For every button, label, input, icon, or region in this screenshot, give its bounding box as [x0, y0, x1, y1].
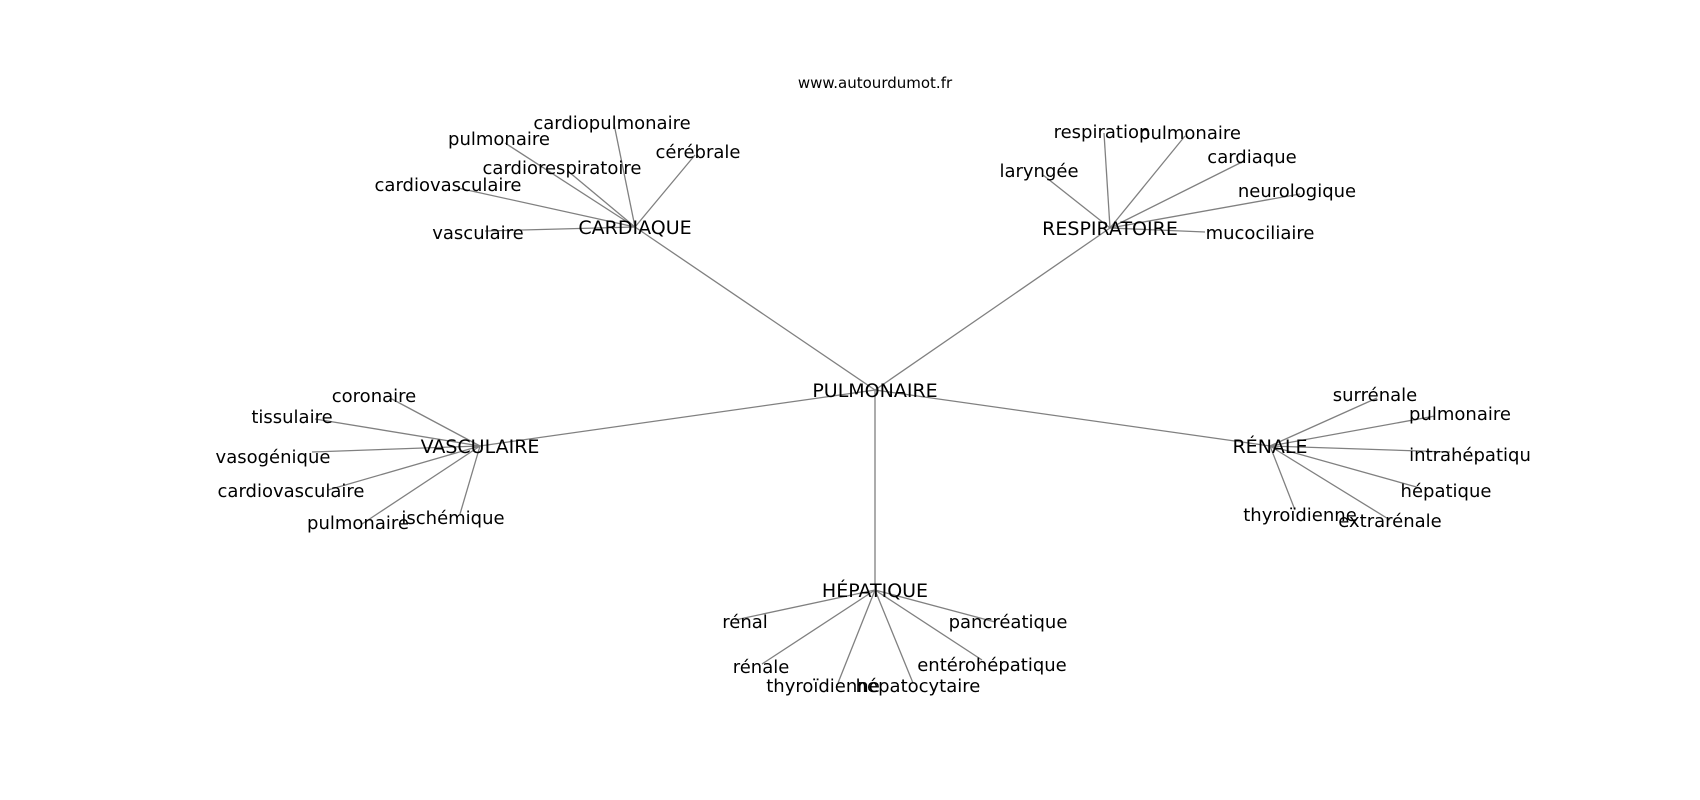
edge-hub-leaf: [459, 445, 481, 515]
hub-node-label[interactable]: RÉNALE: [1232, 435, 1307, 458]
edge-hub-leaf: [874, 589, 914, 684]
edge-hub-leaf: [1269, 445, 1296, 511]
edge-hub-leaf: [1109, 227, 1206, 233]
leaf-node-label[interactable]: mucociliaire: [1206, 223, 1315, 244]
edge-hub-leaf: [634, 154, 696, 228]
leaf-node-label[interactable]: cardiopulmonaire: [533, 113, 690, 134]
leaf-node-label[interactable]: laryngée: [999, 161, 1078, 182]
edge-hub-leaf: [1109, 160, 1245, 229]
edge-hub-leaf: [1109, 135, 1186, 229]
edge-center-hub: [479, 389, 876, 447]
leaf-node-label[interactable]: cardiorespiratoire: [483, 158, 642, 179]
leaf-node-label[interactable]: thyroïdienne: [766, 676, 880, 697]
leaf-node-label[interactable]: pulmonaire: [307, 513, 409, 534]
hub-node-label[interactable]: HÉPATIQUE: [822, 579, 928, 602]
edge-hub-leaf: [1269, 445, 1451, 453]
edges: [311, 123, 1451, 684]
edge-hub-leaf: [761, 589, 876, 665]
leaf-node-label[interactable]: cardiaque: [1207, 147, 1296, 168]
leaf-node-label[interactable]: neurologique: [1238, 181, 1356, 202]
edge-hub-leaf: [457, 187, 636, 228]
edge-hub-leaf: [1269, 445, 1391, 521]
leaf-node-label[interactable]: entérohépatique: [917, 655, 1067, 676]
leaf-node-label[interactable]: pulmonaire: [1139, 123, 1241, 144]
edge-hub-leaf: [874, 589, 996, 623]
edge-hub-leaf: [484, 226, 636, 232]
center-node-label[interactable]: PULMONAIRE: [812, 380, 937, 402]
edge-center-hub: [634, 226, 876, 391]
hub-node-label[interactable]: CARDIAQUE: [578, 217, 691, 239]
edge-hub-leaf: [734, 589, 876, 621]
edge-hub-leaf: [874, 589, 983, 661]
leaf-node-label[interactable]: vasogénique: [216, 447, 331, 468]
hub-node-label[interactable]: VASCULAIRE: [421, 436, 540, 458]
edge-hub-leaf: [1269, 397, 1378, 447]
edge-hub-leaf: [389, 397, 481, 447]
edge-hub-leaf: [311, 445, 481, 453]
leaf-node-label[interactable]: pulmonaire: [1409, 404, 1511, 425]
edge-hub-leaf: [327, 445, 481, 491]
edge-hub-leaf: [1042, 174, 1111, 229]
leaf-node-label[interactable]: cardiovasculaire: [218, 481, 365, 502]
leaf-node-label[interactable]: tissulaire: [251, 407, 332, 428]
leaf-node-label[interactable]: respiration: [1054, 122, 1151, 143]
leaf-node-label[interactable]: cardiovasculaire: [375, 175, 522, 196]
edge-hub-leaf: [1269, 415, 1436, 447]
edge-hub-leaf: [504, 142, 636, 228]
edge-center-hub: [874, 227, 1111, 391]
leaf-node-label[interactable]: thyroïdienne: [1243, 505, 1357, 526]
edge-hub-leaf: [1109, 193, 1301, 229]
leaf-node-label[interactable]: vasculaire: [432, 223, 523, 244]
edge-center-hub: [874, 389, 1271, 447]
leaf-node-label[interactable]: coronaire: [332, 386, 416, 407]
leaf-node-label[interactable]: rénal: [722, 612, 768, 633]
site-credit: www.autourdumot.fr: [798, 74, 953, 92]
leaf-node-label[interactable]: rénale: [733, 657, 790, 678]
edge-hub-leaf: [361, 445, 481, 525]
leaf-node-label[interactable]: ischémique: [401, 508, 504, 529]
leaf-node-label[interactable]: surrénale: [1333, 385, 1417, 406]
leaf-node-label[interactable]: extrarénale: [1338, 511, 1442, 532]
leaf-node-label[interactable]: intrahépatiqu: [1409, 445, 1531, 466]
leaf-node-label[interactable]: hépatocytaire: [856, 676, 981, 697]
edge-hub-leaf: [568, 171, 636, 228]
edge-hub-leaf: [1269, 445, 1421, 489]
edge-hub-leaf: [613, 123, 636, 228]
hub-node-label[interactable]: RESPIRATOIRE: [1042, 218, 1178, 240]
leaf-node-label[interactable]: pulmonaire: [448, 129, 550, 150]
leaf-node-label[interactable]: hépatique: [1401, 481, 1492, 502]
edge-hub-leaf: [1103, 132, 1111, 229]
edge-hub-leaf: [314, 418, 481, 447]
leaf-node-label[interactable]: cérébrale: [656, 142, 741, 163]
edge-hub-leaf: [837, 589, 876, 684]
leaf-node-label[interactable]: pancréatique: [949, 612, 1068, 633]
